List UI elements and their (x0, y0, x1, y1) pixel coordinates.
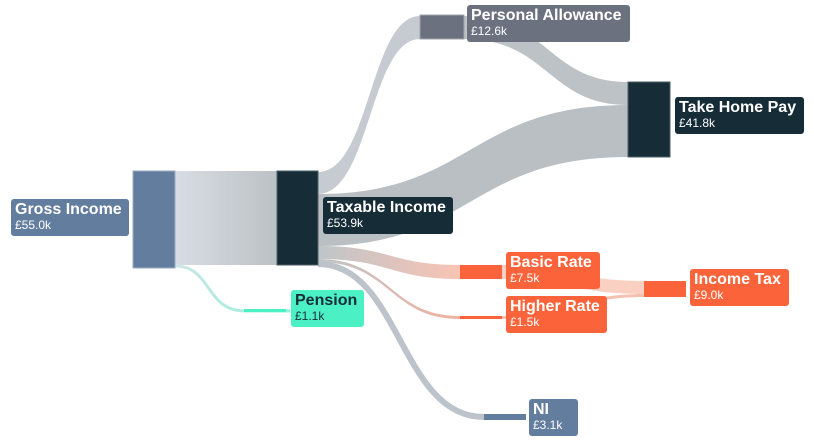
link-taxable-to-ni (317, 261, 485, 420)
node-value: £41.8k (679, 116, 716, 130)
link-taxable-to-basic (318, 246, 460, 279)
node-name: Gross Income (15, 201, 122, 218)
node-name: Basic Rate (510, 254, 592, 271)
node-taxable-income[interactable] (276, 170, 319, 266)
label-gross-income[interactable]: Gross Income £55.0k (11, 199, 129, 236)
node-take-home-pay[interactable] (627, 81, 671, 158)
node-value: £1.1k (295, 309, 325, 323)
label-basic-rate[interactable]: Basic Rate £7.5k (506, 252, 600, 289)
node-name: NI (533, 401, 549, 418)
node-gross-income[interactable] (132, 170, 176, 269)
node-higher-rate[interactable] (460, 316, 502, 319)
node-name: Income Tax (694, 271, 781, 288)
node-value: £12.6k (471, 24, 508, 38)
node-value: £53.9k (327, 216, 364, 230)
link-taxable-to-allowance (318, 16, 420, 194)
link-gross-to-taxable (175, 171, 277, 265)
node-ni[interactable] (484, 414, 526, 420)
node-value: £7.5k (510, 271, 540, 285)
node-value: £1.5k (510, 315, 540, 329)
label-income-tax[interactable]: Income Tax £9.0k (690, 269, 789, 306)
link-gross-to-pension (174, 264, 290, 313)
node-name: Personal Allowance (471, 7, 622, 24)
label-higher-rate[interactable]: Higher Rate £1.5k (506, 296, 607, 333)
node-basic-rate[interactable] (460, 265, 502, 279)
label-take-home-pay[interactable]: Take Home Pay £41.8k (675, 97, 804, 134)
node-value: £9.0k (694, 288, 724, 302)
node-name: Taxable Income (327, 199, 446, 216)
label-pension[interactable]: Pension £1.1k (291, 290, 364, 327)
node-value: £55.0k (15, 218, 52, 232)
label-personal-allowance[interactable]: Personal Allowance £12.6k (467, 5, 630, 42)
node-pension[interactable] (244, 309, 286, 312)
node-name: Pension (295, 292, 358, 309)
label-ni[interactable]: NI £3.1k (529, 399, 578, 436)
link-taxable-to-higher (318, 259, 460, 319)
node-personal-allowance[interactable] (419, 14, 465, 40)
node-value: £3.1k (533, 418, 563, 432)
label-taxable-income[interactable]: Taxable Income £53.9k (323, 197, 453, 234)
node-income-tax[interactable] (644, 281, 686, 297)
node-name: Take Home Pay (679, 99, 797, 116)
node-name: Higher Rate (510, 298, 600, 315)
